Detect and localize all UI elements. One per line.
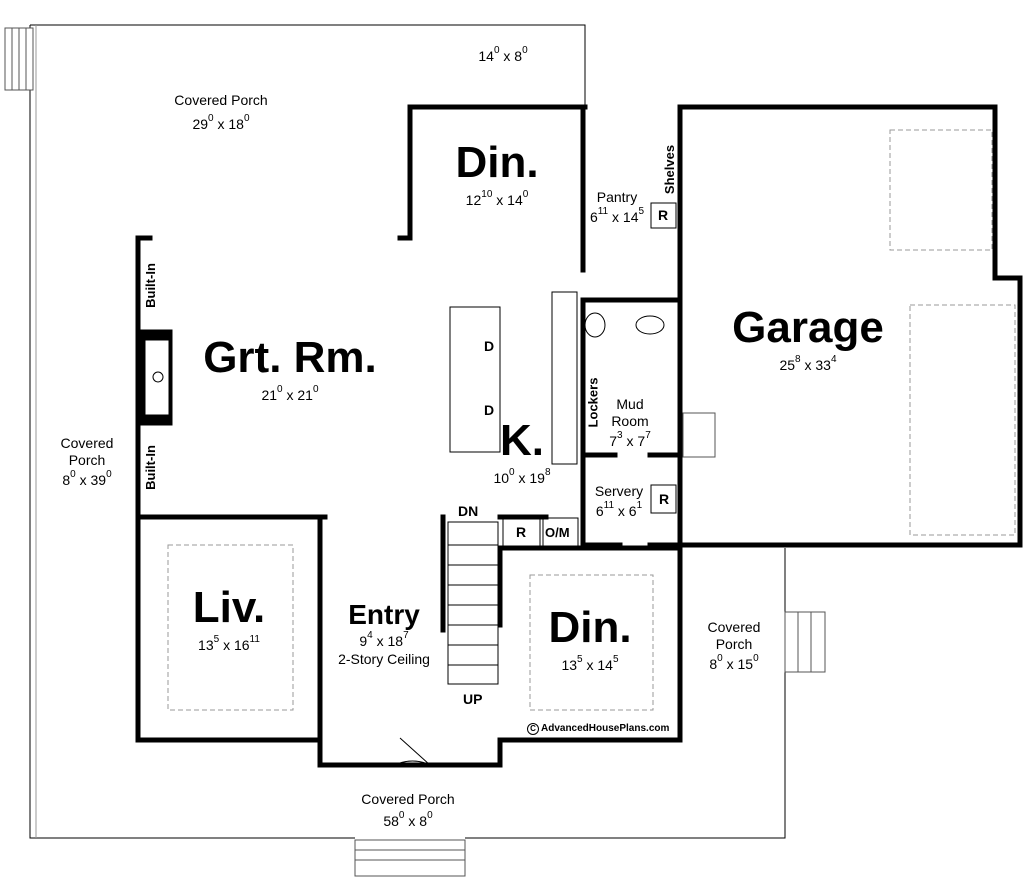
- porch-steps: [4, 27, 826, 877]
- room-label-covered-porch-bottom: Covered Porch 580 x 80: [361, 791, 455, 829]
- room-label-entry: Entry 94 x 187 2-Story Ceiling: [338, 599, 430, 668]
- lockers-label: Lockers: [585, 377, 601, 428]
- room-label-great-room: Grt. Rm. 210 x 210: [203, 333, 377, 404]
- room-label-covered-porch-right: Covered Porch 80 x 150: [707, 619, 761, 672]
- ceiling-outlines: [167, 129, 1016, 711]
- room-label-pantry: Pantry 611 x 145: [589, 189, 645, 225]
- shelves-label: Shelves: [662, 144, 678, 195]
- room-label-dining-upper: Din. 1210 x 140: [455, 138, 539, 209]
- room-label-garage: Garage 258 x 334: [732, 303, 884, 374]
- room-label-covered-porch-left: Covered Porch 80 x 390: [60, 435, 114, 488]
- dishwasher-label-1: D: [484, 338, 495, 354]
- servery-refrigerator-label: R: [659, 491, 670, 507]
- porch-outline: [29, 24, 786, 839]
- stairs-up-label: UP: [463, 691, 483, 707]
- oven-microwave-label: O/M: [545, 525, 570, 540]
- walls: [135, 104, 1023, 768]
- built-in-label-lower: Built-In: [142, 445, 158, 490]
- room-label-living: Liv. 135 x 1611: [192, 583, 266, 654]
- room-label-servery: Servery 611 x 61: [594, 483, 644, 519]
- copyright-text: AdvancedHousePlans.com: [541, 723, 670, 734]
- fixtures: [137, 202, 677, 766]
- room-label-kitchen: K. 100 x 198: [493, 416, 551, 487]
- built-in-label-upper: Built-In: [142, 263, 158, 308]
- pantry-refrigerator-label: R: [658, 207, 669, 223]
- room-label-dining-lower: Din. 135 x 145: [548, 603, 632, 674]
- room-label-porch-top-small: 140 x 80: [478, 45, 528, 64]
- copyright-icon: C: [527, 723, 539, 735]
- room-label-covered-porch-top: Covered Porch 290 x 180: [174, 92, 268, 132]
- dishwasher-label-2: D: [484, 402, 495, 418]
- stairs-down-label: DN: [458, 503, 479, 519]
- kitchen-refrigerator-label: R: [516, 524, 527, 540]
- room-label-mud-room: Mud Room 73 x 77: [609, 396, 651, 449]
